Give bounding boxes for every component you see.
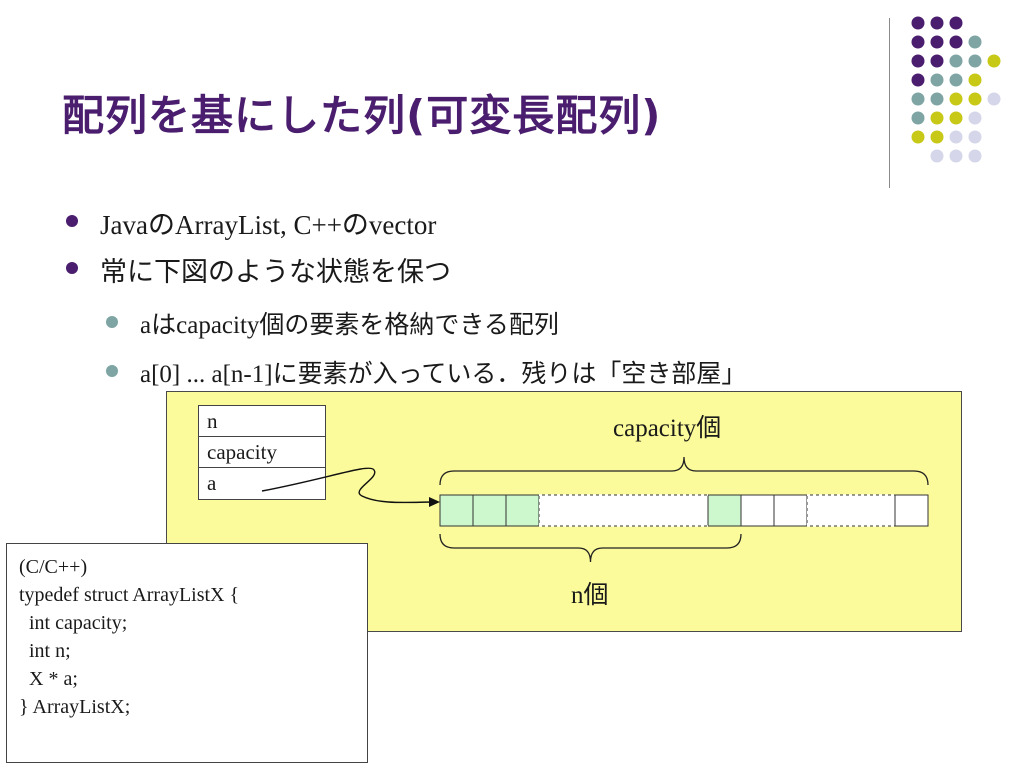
code-line: } ArrayListX; (19, 696, 131, 718)
array-cell-filled (707, 494, 742, 527)
decor-dot (949, 92, 963, 106)
decorative-dot-grid (911, 16, 1001, 163)
bullet-text: ArrayList, C++ (174, 210, 342, 240)
decor-dot (987, 92, 1001, 106)
sub-bullet-text: 個の要素を格納できる配列 (259, 310, 559, 339)
code-line: (C/C++) (19, 556, 88, 578)
code-line: int n; (19, 640, 71, 662)
decor-dot (911, 130, 925, 144)
decor-dot (911, 92, 925, 106)
bullet-item-state: 常に下図のような状態を保つ (66, 250, 451, 289)
sub-bullet-item-elements: a[0] ... a[n-1]に要素が入っている．残りは「空き部屋」 (106, 354, 747, 390)
sub-bullet-text: capacity (176, 312, 260, 339)
bullet-text: の (341, 210, 369, 241)
capacity-label: capacity個 (613, 415, 722, 442)
array-cell-empty (894, 494, 929, 527)
decor-dot (930, 111, 944, 125)
bullet-text: vector (368, 210, 437, 240)
array-cell-gap (806, 494, 896, 527)
bullet-item-arraylist: JavaのArrayList, C++のvector (66, 203, 437, 242)
n-label: n個 (571, 582, 609, 609)
bullet-text: の (147, 210, 175, 241)
decor-dot (949, 54, 963, 68)
decor-dot (968, 35, 982, 49)
decor-dot (911, 111, 925, 125)
array-cell-filled (505, 494, 540, 527)
decor-dot (987, 54, 1001, 68)
decor-dot (930, 73, 944, 87)
capacity-brace (439, 456, 929, 486)
decor-dot (968, 111, 982, 125)
decor-dot (911, 54, 925, 68)
decorative-divider-line (889, 18, 890, 188)
decor-dot (930, 16, 944, 30)
pointer-arrow-head-icon (429, 497, 440, 507)
decor-dot (949, 149, 963, 163)
sub-bullet-dot-icon (106, 316, 118, 328)
decor-dot (968, 130, 982, 144)
decor-dot (930, 92, 944, 106)
decor-dot (930, 54, 944, 68)
struct-field-a: a (207, 471, 217, 495)
array-cell-empty (740, 494, 775, 527)
decor-dot (930, 130, 944, 144)
sub-bullet-dot-icon (106, 365, 118, 377)
decor-dot (930, 149, 944, 163)
sub-bullet-text: a[0] ... a[n-1] (140, 361, 273, 388)
array-cell-filled (439, 494, 474, 527)
bullet-dot-icon (66, 262, 78, 274)
decor-dot (949, 130, 963, 144)
decor-dot (949, 73, 963, 87)
code-line: int capacity; (19, 612, 128, 634)
decor-dot (911, 73, 925, 87)
decor-dot (968, 92, 982, 106)
bullet-text: Java (100, 210, 148, 240)
decor-dot (949, 16, 963, 30)
sub-bullet-item-capacity: aはcapacity個の要素を格納できる配列 (106, 305, 559, 341)
decor-dot (968, 149, 982, 163)
decor-dot (968, 73, 982, 87)
n-brace (439, 533, 742, 563)
code-line: typedef struct ArrayListX { (19, 584, 240, 606)
decor-dot (968, 54, 982, 68)
code-line: X * a; (19, 668, 78, 690)
decor-dot (949, 35, 963, 49)
decor-dot (911, 16, 925, 30)
slide-title: 配列を基にした列(可変長配列) (62, 91, 662, 140)
array-cell-gap (538, 494, 709, 527)
array-cell-filled (472, 494, 507, 527)
code-box: (C/C++) typedef struct ArrayListX { int c… (6, 543, 368, 763)
array-cell-empty (773, 494, 808, 527)
decor-dot (930, 35, 944, 49)
decor-dot (949, 111, 963, 125)
bullet-dot-icon (66, 215, 78, 227)
pointer-arrow-line (261, 467, 437, 504)
sub-bullet-text: は (151, 310, 177, 339)
sub-bullet-text: に要素が入っている．残りは「空き部屋」 (272, 359, 747, 388)
bullet-text: 常に下図のような状態を保つ (100, 257, 451, 288)
struct-field-n: n (199, 406, 325, 437)
decor-dot (911, 35, 925, 49)
sub-bullet-text: a (140, 312, 152, 339)
struct-fields-box: n capacity a (198, 405, 326, 500)
struct-field-capacity: capacity (199, 437, 325, 468)
